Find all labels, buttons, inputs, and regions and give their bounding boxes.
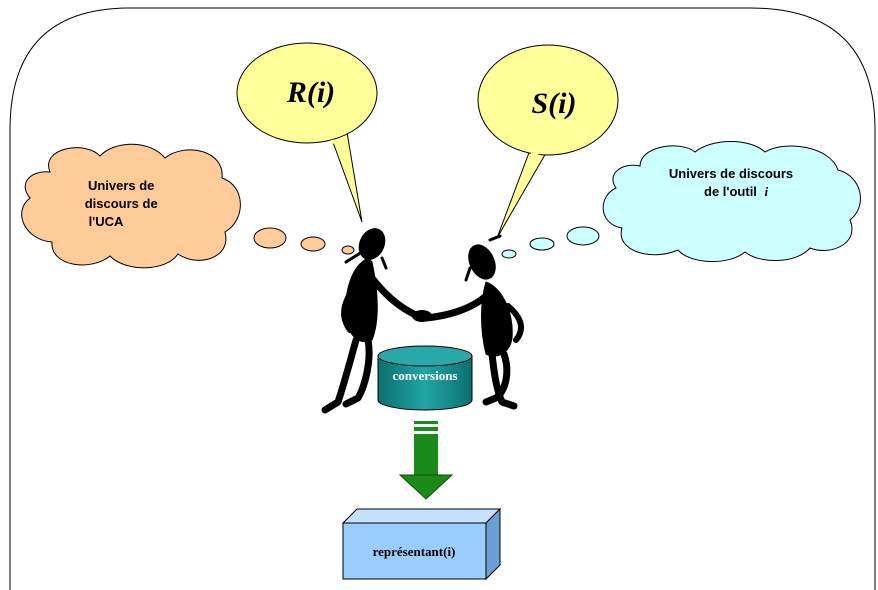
- speech-bubble-left: R(i): [236, 42, 378, 223]
- stick-figure-right: [422, 234, 525, 410]
- cloud-left-line2: discours de: [85, 196, 158, 211]
- thought-cloud-right: Univers de discours de l'outil i: [501, 141, 861, 263]
- down-arrow-icon: [398, 421, 454, 500]
- thought-bubble-dot: [529, 237, 555, 251]
- conversions-cylinder: conversions: [377, 345, 473, 411]
- thought-bubble-dot: [501, 249, 517, 259]
- handshake: [412, 310, 432, 322]
- cloud-right-line2-italic: i: [765, 184, 769, 199]
- rounded-frame: [9, 7, 876, 590]
- representant-box: représentant(i): [341, 507, 502, 581]
- svg-text:Univers de discours: Univers de discours: [669, 166, 793, 181]
- speech-left-label: R(i): [286, 76, 335, 109]
- thought-bubble-dot: [253, 227, 287, 249]
- cloud-left-line3: l'UCA: [89, 214, 124, 229]
- box-label: représentant(i): [373, 544, 456, 559]
- svg-text:de l'outil i: de l'outil i: [704, 184, 769, 199]
- cloud-left-line1: Univers de: [88, 178, 154, 193]
- thought-bubble-dot: [566, 226, 600, 246]
- cylinder-label: conversions: [393, 368, 458, 383]
- cloud-right-line1: Univers de discours: [669, 166, 793, 181]
- thought-bubble-dot: [341, 245, 355, 255]
- stick-figure-left: [321, 228, 422, 414]
- thought-bubble-dot: [300, 236, 326, 252]
- speech-bubble-right: S(i): [477, 44, 619, 239]
- cloud-right-line2: de l'outil: [704, 184, 757, 199]
- thought-cloud-left: Univers de discours de l'UCA: [21, 143, 355, 269]
- svg-text:Univers de discours de: Univers de discours de l'UCA: [85, 178, 162, 229]
- speech-right-label: S(i): [532, 87, 577, 120]
